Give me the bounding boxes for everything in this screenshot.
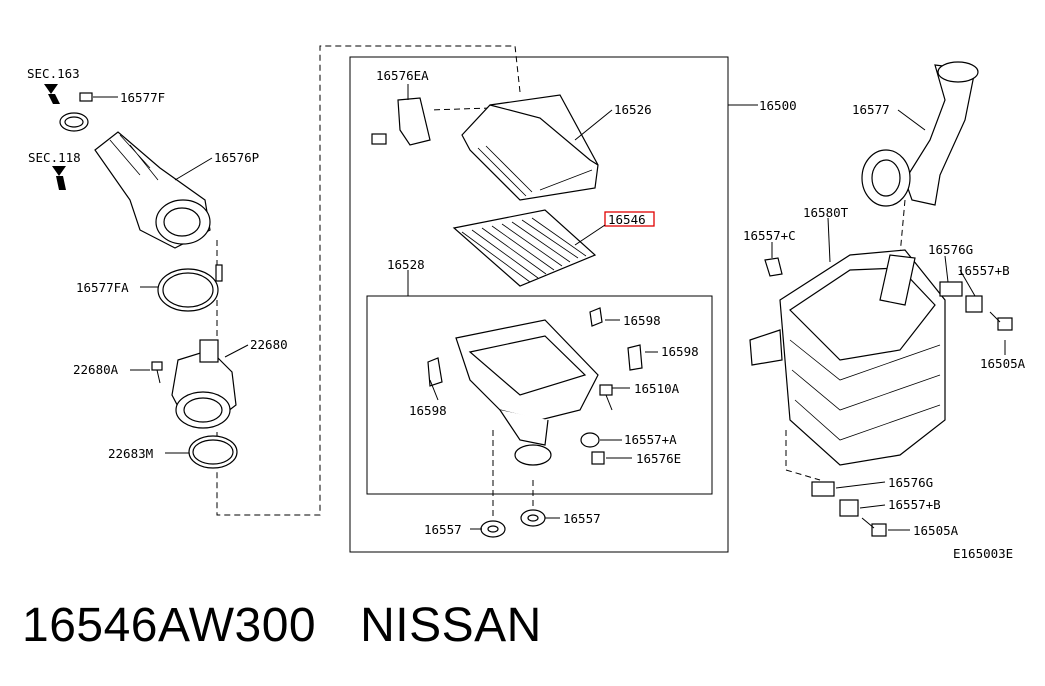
label-16576EA: 16576EA bbox=[376, 68, 429, 83]
screw-22680A bbox=[151, 361, 163, 384]
arrow-sec163-icon bbox=[44, 84, 60, 104]
part-caption: 16546AW300 NISSAN bbox=[22, 598, 542, 662]
label-sec163: SEC.163 bbox=[27, 66, 80, 81]
label-16598-left: 16598 bbox=[409, 403, 447, 418]
grommet-16557B-bottom bbox=[839, 499, 859, 517]
label-16598-top: 16598 bbox=[623, 313, 661, 328]
sensor-body-22680 bbox=[171, 339, 237, 429]
part-number: 16546AW300 bbox=[22, 599, 317, 652]
grommet-16557A bbox=[580, 432, 600, 448]
grommet-16557C bbox=[764, 257, 783, 277]
clip-16598-left bbox=[427, 357, 443, 387]
bolt-16505A-bottom bbox=[861, 517, 887, 537]
clip-16598-top bbox=[589, 307, 603, 327]
diagram-code: E165003E bbox=[953, 546, 1013, 561]
label-22680A: 22680A bbox=[73, 362, 119, 377]
grommet-16557B-top bbox=[965, 295, 983, 313]
gasket-22683M bbox=[188, 435, 238, 469]
grommet-16557-right bbox=[520, 509, 546, 527]
arrow-sec118-icon bbox=[52, 166, 66, 190]
label-16557-left: 16557 bbox=[424, 522, 462, 537]
clamp-16577FA bbox=[157, 264, 223, 312]
intake-duct-16577 bbox=[861, 61, 979, 207]
label-16505A-top: 16505A bbox=[980, 356, 1026, 371]
label-16557C: 16557+C bbox=[743, 228, 796, 243]
label-16528: 16528 bbox=[387, 257, 425, 272]
highlight-box-16546 bbox=[604, 211, 655, 227]
label-16576G-bottom: 16576G bbox=[888, 475, 933, 490]
label-16577: 16577 bbox=[852, 102, 890, 117]
label-16577FA: 16577FA bbox=[76, 280, 129, 295]
bolt-16510A bbox=[599, 384, 613, 411]
lower-case-frame bbox=[366, 295, 713, 495]
upper-cover-16526 bbox=[461, 94, 599, 201]
label-16576P: 16576P bbox=[214, 150, 259, 165]
collar-16576G-bottom bbox=[811, 481, 835, 497]
label-16557-right: 16557 bbox=[563, 511, 601, 526]
bolt-16505A-top bbox=[989, 311, 1013, 331]
grommet-16557-left bbox=[480, 520, 506, 538]
label-16557B-top: 16557+B bbox=[957, 263, 1010, 278]
bracket-16576EA bbox=[371, 97, 431, 146]
label-16577F: 16577F bbox=[120, 90, 165, 105]
label-16526: 16526 bbox=[614, 102, 652, 117]
collar-16576G-top bbox=[939, 281, 963, 297]
label-16557A: 16557+A bbox=[624, 432, 677, 447]
resonator-16580T bbox=[749, 249, 946, 466]
label-16598-right: 16598 bbox=[661, 344, 699, 359]
lower-case-16528 bbox=[455, 319, 599, 466]
label-16576G-top: 16576G bbox=[928, 242, 973, 257]
label-22680: 22680 bbox=[250, 337, 288, 352]
brand-name: NISSAN bbox=[360, 599, 542, 652]
label-16500: 16500 bbox=[759, 98, 797, 113]
label-sec118: SEC.118 bbox=[28, 150, 81, 165]
label-16557B-bottom: 16557+B bbox=[888, 497, 941, 512]
air-duct-16576P bbox=[94, 131, 211, 249]
parts-diagram: SEC.163 16577F SEC.118 16576P 16577FA 22… bbox=[27, 45, 1026, 561]
clamp-16577F bbox=[59, 92, 93, 132]
label-22683M: 22683M bbox=[108, 446, 153, 461]
air-filter-16546 bbox=[452, 209, 597, 287]
label-16580T: 16580T bbox=[803, 205, 849, 220]
dashed-route-top bbox=[216, 45, 521, 516]
clip-16576E bbox=[591, 451, 605, 465]
assembly-frame bbox=[349, 56, 729, 553]
clip-16598-right bbox=[627, 344, 643, 371]
label-16576E: 16576E bbox=[636, 451, 681, 466]
label-16505A-bottom: 16505A bbox=[913, 523, 959, 538]
label-16510A: 16510A bbox=[634, 381, 680, 396]
label-16546: 16546 bbox=[608, 212, 646, 227]
